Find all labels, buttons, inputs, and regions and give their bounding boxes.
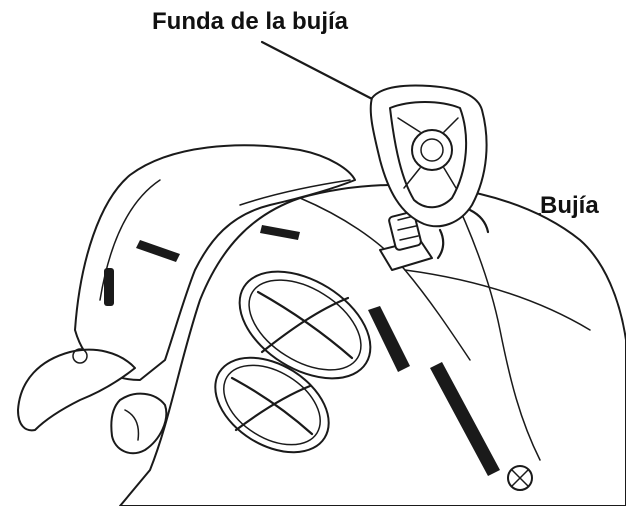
accent-stripe-3 — [260, 225, 300, 240]
cover-screw — [507, 465, 533, 491]
label-spark-plug-boot: Funda de la bujía — [152, 8, 349, 35]
grip — [17, 348, 168, 455]
accent-stripe-2 — [430, 362, 500, 476]
label-spark-plug: Bujía — [540, 192, 599, 219]
vent-grille-upper — [238, 270, 372, 380]
accent-stripe-1 — [368, 306, 410, 372]
leader-line-boot — [260, 40, 380, 104]
handle-housing — [74, 144, 356, 381]
spark-plug-boot — [369, 84, 490, 260]
vent-grille-lower — [214, 356, 330, 454]
